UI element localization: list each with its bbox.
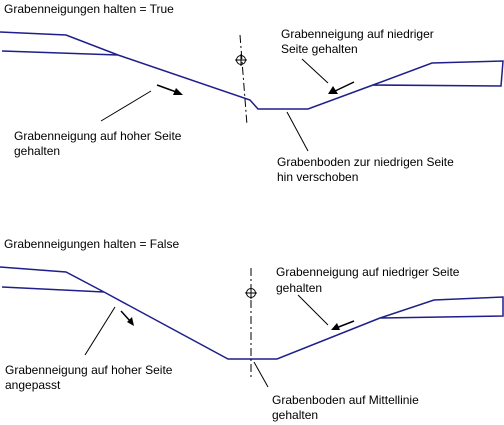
top-bottom-leader xyxy=(286,111,309,152)
bottom-low-side-leader xyxy=(297,294,329,326)
top-centerline xyxy=(239,34,248,126)
crosshair-circle-icon xyxy=(245,287,257,299)
top-low-side-label: Grabenneigung auf niedriger Seite gehalt… xyxy=(281,27,437,56)
top-panel: Grabenneigungen halten = True Grabenneig… xyxy=(0,2,504,184)
top-bottom-label: Grabenboden zur niedrigen Seite hin vers… xyxy=(277,155,457,184)
top-profile xyxy=(0,31,504,110)
top-title: Grabenneigungen halten = True xyxy=(4,2,174,16)
bottom-bottom-leader xyxy=(253,361,269,388)
arrow-icon xyxy=(328,81,355,94)
bottom-bottom-label: Grabenboden auf Mittellinie gehalten xyxy=(272,393,422,422)
arrow-icon xyxy=(331,320,355,330)
bottom-title: Grabenneigungen halten = False xyxy=(4,237,179,251)
arrow-icon xyxy=(156,84,183,95)
top-high-side-leader xyxy=(100,90,152,122)
bottom-high-side-leader xyxy=(84,306,116,356)
top-high-side-label: Grabenneigung auf hoher Seite gehalten xyxy=(14,129,185,158)
bottom-low-side-label: Grabenneigung auf niedriger Seite gehalt… xyxy=(276,265,463,295)
bottom-panel: Grabenneigungen halten = False Grabennei… xyxy=(0,237,504,422)
bottom-high-side-label: Grabenneigung auf hoher Seite angepasst xyxy=(5,363,176,392)
crosshair-circle-icon xyxy=(235,54,247,66)
arrow-icon xyxy=(120,310,134,326)
bottom-profile xyxy=(0,266,504,360)
top-low-side-leader xyxy=(301,58,329,84)
